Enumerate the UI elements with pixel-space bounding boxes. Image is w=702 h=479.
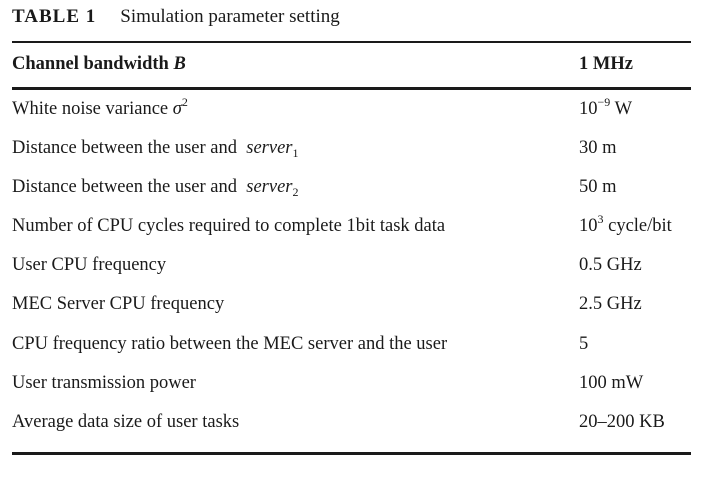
table-row: Distance between the user and server1 30… — [0, 138, 702, 166]
param-name: Average data size of user tasks — [12, 412, 240, 432]
param-value: 5 — [579, 334, 589, 354]
table-row: User CPU frequency 0.5 GHz — [0, 255, 702, 283]
param-name: Number of CPU cycles required to complet… — [12, 216, 446, 236]
header-value: 1 MHz — [579, 54, 633, 74]
param-value: 50 m — [579, 177, 617, 197]
table-row: Average data size of user tasks 20–200 K… — [0, 412, 702, 440]
param-name: CPU frequency ratio between the MEC serv… — [12, 334, 448, 354]
top-rule — [12, 41, 691, 43]
param-value: 2.5 GHz — [579, 294, 642, 314]
header-name: Channel bandwidth B — [12, 54, 186, 74]
bottom-rule — [12, 452, 691, 455]
table-row: User transmission power 100 mW — [0, 373, 702, 401]
param-name: User CPU frequency — [12, 255, 167, 275]
param-name: User transmission power — [12, 373, 196, 393]
table-caption: TABLE 1 Simulation parameter setting — [12, 6, 340, 28]
table-title: Simulation parameter setting — [120, 6, 340, 27]
param-name: Distance between the user and server1 — [12, 138, 299, 160]
table-row: Distance between the user and server2 50… — [0, 177, 702, 205]
header-rule — [12, 87, 691, 90]
table-row: MEC Server CPU frequency 2.5 GHz — [0, 294, 702, 322]
header-symbol: B — [173, 54, 186, 74]
param-value: 0.5 GHz — [579, 255, 642, 275]
param-name: MEC Server CPU frequency — [12, 294, 225, 314]
param-value: 100 mW — [579, 373, 644, 393]
table-row: Number of CPU cycles required to complet… — [0, 212, 702, 244]
param-value: 103 cycle/bit — [579, 212, 672, 236]
table-row: White noise variance σ2 10−9 W — [0, 95, 702, 127]
param-value: 30 m — [579, 138, 617, 158]
param-value: 10−9 W — [579, 95, 633, 119]
param-name: Distance between the user and server2 — [12, 177, 299, 199]
header-row: Channel bandwidth B 1 MHz — [0, 54, 702, 82]
table-row: CPU frequency ratio between the MEC serv… — [0, 334, 702, 362]
table-label: TABLE 1 — [12, 6, 97, 27]
param-name: White noise variance σ2 — [12, 95, 188, 119]
param-value: 20–200 KB — [579, 412, 665, 432]
